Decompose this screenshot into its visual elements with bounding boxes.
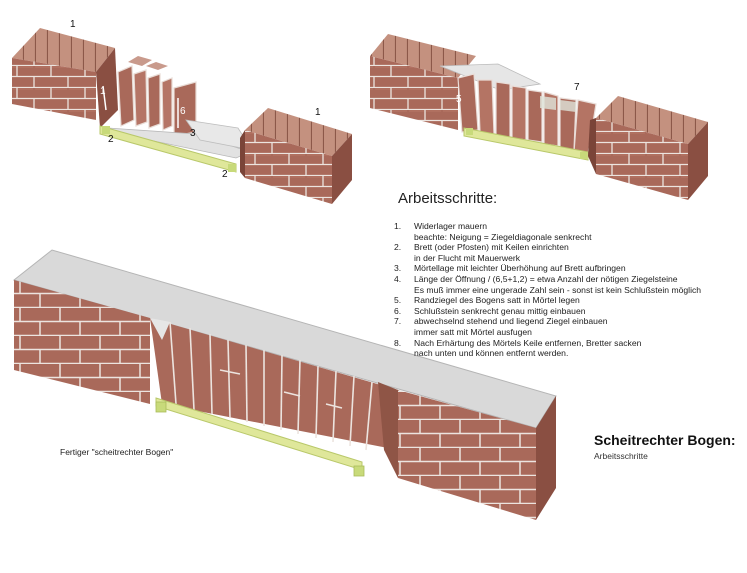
- right-abutment-side: [332, 134, 352, 204]
- finished-arch-voussoirs: [169, 321, 373, 451]
- step-text: Länge der Öffnung / (6,5+1,2) = etwa Anz…: [414, 273, 678, 284]
- step-text: Schlußstein senkrecht genau mittig einba…: [414, 305, 586, 316]
- callout-2-right: 2: [222, 169, 228, 180]
- step-text: Brett (oder Pfosten) mit Keilen einricht…: [414, 242, 569, 253]
- page-title: Scheitrechter Bogen:: [594, 432, 736, 448]
- arch-right-block-top: [596, 96, 708, 144]
- arch-right-block-side: [688, 122, 708, 200]
- step-number: 6.: [394, 305, 402, 316]
- callout-1-right: 1: [315, 107, 321, 118]
- wedge-right: [228, 164, 236, 172]
- step-text: Widerlager mauern: [414, 221, 488, 231]
- callout-1-brick: 1: [100, 86, 106, 97]
- step-item: 2. Brett (oder Pfosten) mit Keilen einri…: [394, 242, 740, 263]
- step-item: 4. Länge der Öffnung / (6,5+1,2) = etwa …: [394, 274, 740, 295]
- step-text: nach unten und können entfernt werden.: [414, 348, 569, 359]
- step-item: 5. Randziegel des Bogens satt in Mörtel …: [394, 295, 740, 306]
- arch-bricks-partial: [117, 56, 197, 137]
- figure-finished-arch: [12, 249, 557, 520]
- wedge-left: [102, 126, 110, 134]
- step-text: Randziegel des Bogens satt in Mörtel leg…: [414, 295, 580, 306]
- step-item: 8. Nach Erhärtung des Mörtels Keile entf…: [394, 338, 740, 359]
- step-number: 5.: [394, 295, 402, 306]
- arch-left-block-front: [370, 56, 458, 130]
- right-abutment-top: [245, 108, 352, 156]
- page-subtitle: Arbeitsschritte: [594, 451, 648, 461]
- left-abutment-front: [12, 58, 96, 120]
- arch-board: [463, 127, 589, 161]
- finished-arch-lintel: [150, 318, 398, 450]
- steps-heading: Arbeitsschritte:: [398, 190, 498, 207]
- step-text: Nach Erhärtung des Mörtels Keile entfern…: [414, 337, 642, 348]
- figure-step-1-3: [12, 28, 352, 204]
- step-text: Es muß immer eine ungerade Zahl sein - s…: [414, 284, 702, 295]
- figure-caption: Fertiger "scheitrechter Bogen": [60, 447, 174, 457]
- step-text: in der Flucht mit Mauerwerk: [414, 252, 521, 263]
- right-abutment-front: [245, 130, 332, 204]
- arch-right-block-front: [596, 118, 688, 200]
- step-text: abwechselnd stehend und liegend Ziegel e…: [414, 316, 608, 327]
- step-text: beachte: Neigung = Ziegeldiagonale senkr…: [414, 231, 592, 242]
- step-item: 3. Mörtellage mit leichter Überhöhung au…: [394, 263, 740, 274]
- step-item: 7. abwechselnd stehend und liegend Ziege…: [394, 316, 740, 337]
- step-text: Mörtellage mit leichter Überhöhung auf B…: [414, 263, 626, 274]
- step-number: 2.: [394, 242, 402, 253]
- step-number: 1.: [394, 221, 402, 231]
- step-number: 4.: [394, 273, 402, 284]
- finished-right-wall-side: [536, 396, 556, 520]
- callout-7: 7: [574, 82, 580, 93]
- callout-6: 6: [180, 106, 186, 117]
- arch-voussoirs-partial: [457, 73, 597, 155]
- step-item: 6. Schlußstein senkrecht genau mittig ei…: [394, 306, 740, 317]
- left-abutment-top: [12, 28, 115, 72]
- figure-step-4-7: [370, 34, 708, 200]
- finished-right-wall: [398, 390, 536, 520]
- step-number: 3.: [394, 263, 402, 274]
- callout-1-top: 1: [70, 19, 76, 30]
- finished-left-wall: [14, 280, 150, 404]
- left-abutment-skewback: [96, 48, 118, 128]
- callout-5: 5: [456, 94, 462, 105]
- step-number: 8.: [394, 337, 402, 348]
- step-number: 7.: [394, 316, 402, 327]
- step-text: immer satt mit Mörtel ausfugen: [414, 326, 532, 337]
- callout-3: 3: [190, 128, 196, 139]
- callout-2-left: 2: [108, 134, 114, 145]
